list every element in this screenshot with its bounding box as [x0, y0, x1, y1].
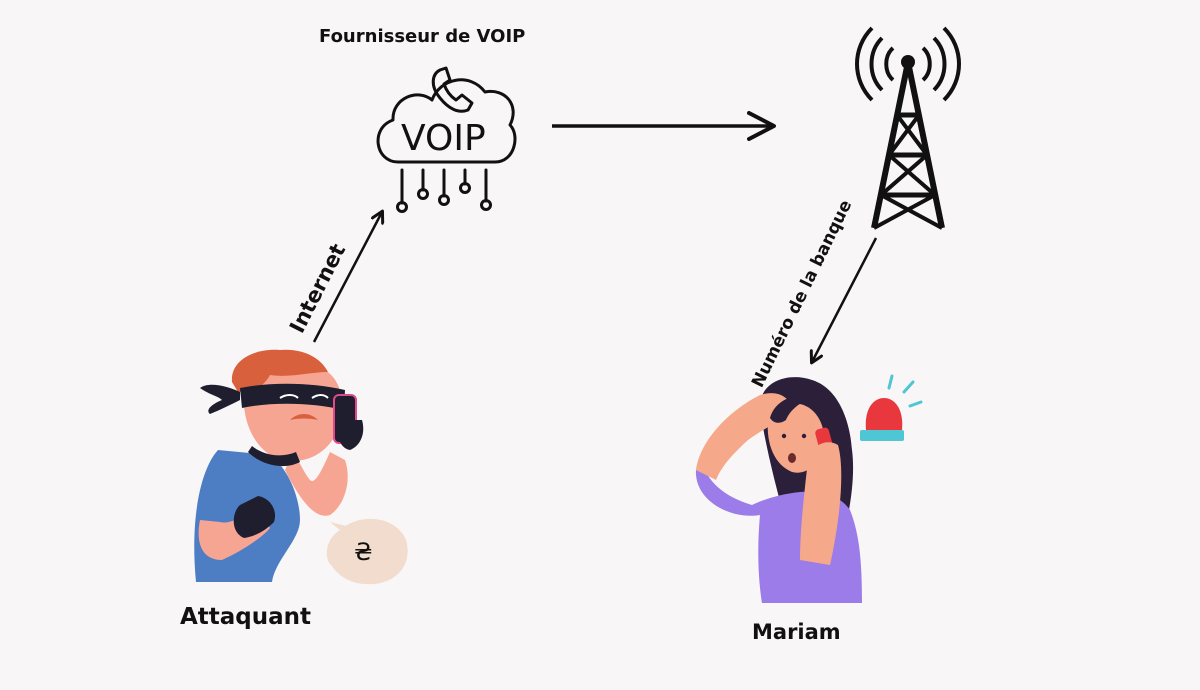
- attacker-illustration: [194, 349, 408, 585]
- victim-label: Mariam: [752, 620, 841, 644]
- phone-icon: [431, 66, 474, 113]
- attacker-label: Attaquant: [180, 604, 312, 630]
- voip-cloud-icon: [376, 66, 517, 213]
- arrow-tower-to-victim: [812, 237, 878, 362]
- alarm-siren-icon: [860, 374, 923, 441]
- voip-cloud-text: VOIP: [401, 118, 486, 159]
- voip-provider-title: Fournisseur de VOIP: [319, 26, 526, 47]
- victim-illustration: [695, 377, 862, 603]
- currency-symbol: ₴: [354, 538, 373, 566]
- arrow-attacker-to-voip: [312, 212, 382, 343]
- cell-tower-icon: [855, 26, 961, 230]
